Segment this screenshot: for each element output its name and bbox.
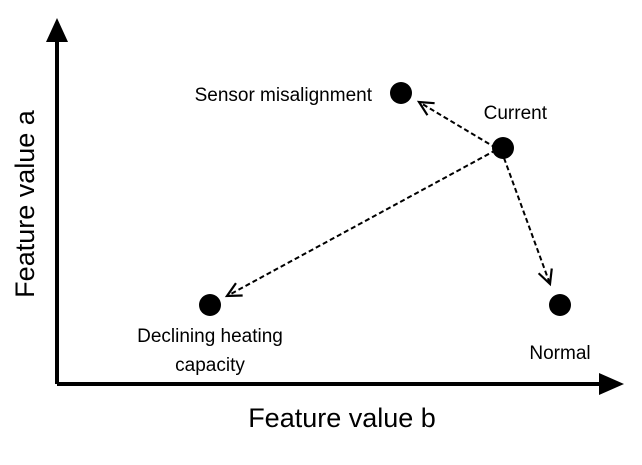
arrow-current-to-normal [503,157,553,287]
node-current [492,137,514,159]
label-current: Current [484,103,548,124]
node-declining-heating [199,294,221,316]
node-sensor-misalignment [390,82,412,104]
y-axis-label: Feature value a [10,109,40,298]
state-nodes [199,82,571,316]
axes [46,18,624,395]
transition-arrows [224,100,553,298]
arrow-current-to-sensor-misalignment [416,100,497,149]
label-declining-heating-line1: Declining heating [137,326,283,347]
x-axis-label: Feature value b [248,403,436,433]
node-normal [549,294,571,316]
x-axis-arrowhead [599,373,624,395]
label-declining-heating-line2: capacity [175,355,245,376]
arrow-current-to-declining-heating [224,149,497,298]
y-axis-arrowhead [46,18,68,42]
label-normal: Normal [529,343,590,364]
label-sensor-misalignment: Sensor misalignment [195,85,373,106]
